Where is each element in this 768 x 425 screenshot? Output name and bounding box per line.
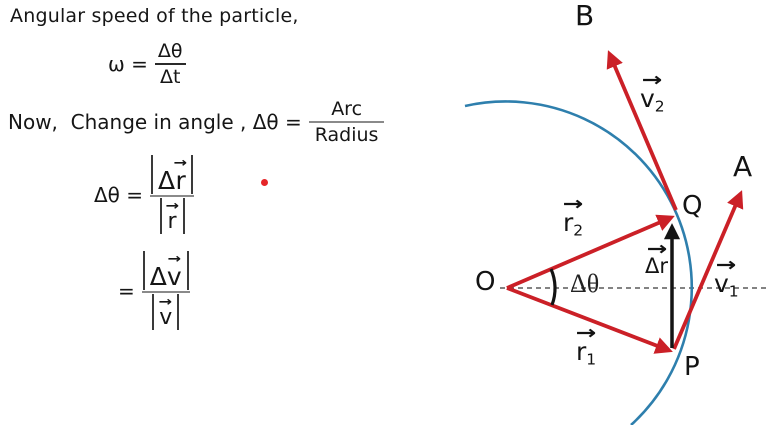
equation-omega: ω = Δθ Δt [108,40,186,88]
vector-letter: v [166,262,182,291]
fraction-bar [141,291,190,293]
vector-label-v1: → v1 [714,254,739,304]
fraction-bar [308,121,385,123]
delta-symbol: Δ [158,166,176,195]
fraction-omega: Δθ Δt [154,40,186,88]
vector-over-arrow-icon: → [646,238,667,260]
abs-value-numerator: Δ → r [151,155,194,195]
vector-r: → r [173,156,188,195]
point-label-O: O [475,267,496,297]
vector-name: v2 [640,84,665,116]
fraction-arc-radius: Arc Radius [308,98,385,146]
equation-angle-prefix: Now, Change in angle , Δθ = [8,110,302,134]
vector-name: r1 [576,337,597,369]
fraction-denominator: Δt [159,66,181,88]
vector-letter: r [167,209,177,234]
vector-over-arrow-icon: → [575,322,597,344]
angle-arc-marker [549,268,557,306]
fraction-numerator: Arc [331,98,363,120]
vector-label-v2: → v2 [640,69,665,119]
fraction-dr-over-r: Δ → r → r [150,155,195,234]
fraction-bar [150,195,195,197]
circular-motion-diagram [464,50,768,425]
vector-r: → r [165,199,179,234]
fraction-denominator: Radius [314,124,379,146]
vector-name: r2 [563,208,584,240]
heading-text: Angular speed of the particle, [10,5,299,27]
point-label-P: P [684,352,700,382]
fraction-bar [154,63,186,65]
vector-over-arrow-icon: → [562,193,584,215]
equation-delta-r: Δθ = Δ → r → r [94,155,195,234]
point-label-Q: Q [682,191,703,221]
equation-delta-r-lhs: Δθ = [94,182,144,207]
point-label-B: B [575,0,595,32]
vector-over-arrow-icon: → [167,252,182,267]
vector-over-arrow-icon: → [715,254,737,276]
vector-name: Δr [645,254,668,278]
vector-letter: v [159,305,173,330]
vector-over-arrow-icon: → [165,199,179,214]
vector-v: → v [166,252,182,291]
red-dot [261,179,268,186]
equation-delta-v-lhs: = [118,278,135,303]
point-label-A: A [733,150,753,183]
fraction-dv-over-v: Δ → v → v [141,251,190,330]
equation-delta-v: = Δ → v → v [118,251,190,330]
delta-symbol: Δ [149,262,167,291]
vector-label-r1: → r1 [575,322,597,372]
fraction-numerator: Δθ [157,40,183,62]
abs-value-denominator: → r [159,198,185,234]
vector-v: → v [158,295,173,330]
vector-over-arrow-icon: → [641,69,663,91]
abs-value-numerator: Δ → v [142,251,189,291]
vector-name: v1 [714,269,739,301]
r2-radius-vector-arrow [506,214,675,290]
abs-value-denominator: → v [152,294,180,330]
vector-over-arrow-icon: → [158,295,173,310]
equation-omega-lhs: ω = [108,52,148,76]
v2-velocity-vector-arrow [606,50,678,211]
vector-label-delta-r: → Δr [645,238,668,278]
vector-over-arrow-icon: → [173,156,188,171]
r1-radius-vector-arrow [506,286,673,354]
vector-label-r2: → r2 [562,193,584,243]
angle-label-delta-theta: Δθ [570,269,600,298]
equation-angle: Now, Change in angle , Δθ = Arc Radius [8,98,385,146]
vector-letter: r [175,166,186,195]
v1-velocity-vector-arrow [672,190,744,350]
